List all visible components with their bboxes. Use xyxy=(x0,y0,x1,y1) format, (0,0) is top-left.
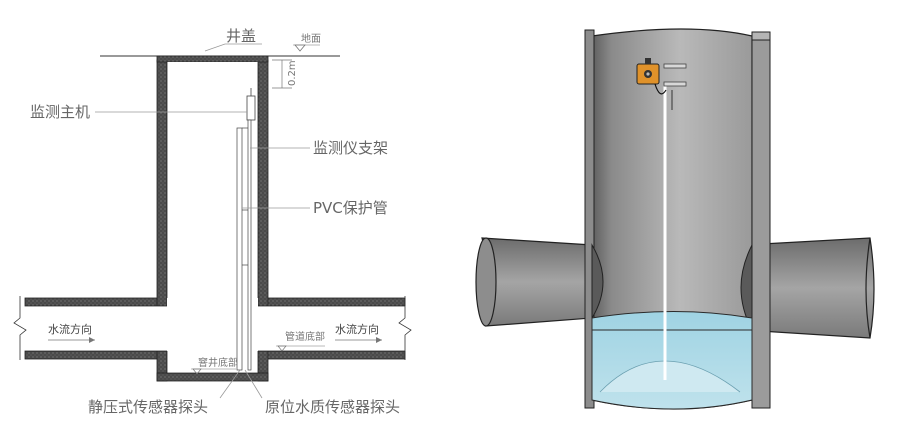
leader-pressure xyxy=(219,369,241,399)
mount-bracket-bottom xyxy=(663,81,687,87)
label-host: 监测主机 xyxy=(30,103,90,121)
label-flow-right: 水流方向 xyxy=(335,322,379,336)
ground-marker xyxy=(294,44,306,52)
section-drawing: 井盖 地面 0.2m 监测主机 监测仪支架 PVC保护管 水流方向 水流方向 窨… xyxy=(13,27,423,416)
break-symbol-left xyxy=(13,296,27,360)
side-pipe-left xyxy=(481,237,593,327)
label-quality-probe: 原位水质传感器探头 xyxy=(265,398,400,416)
mount-bracket-top xyxy=(663,63,687,69)
bracket xyxy=(247,119,252,371)
water-body xyxy=(591,311,753,410)
label-pressure-probe: 静压式传感器探头 xyxy=(88,398,208,416)
depth-dimension xyxy=(272,59,292,89)
break-symbol-right xyxy=(398,296,412,360)
pvc-pipe xyxy=(236,127,243,371)
label-bracket: 监测仪支架 xyxy=(313,139,388,157)
leader-quality xyxy=(244,369,263,399)
label-well-bottom: 窨井底部 xyxy=(198,356,238,369)
monitor-device xyxy=(636,58,667,95)
leader-lines xyxy=(95,43,310,399)
render-3d xyxy=(475,28,875,410)
label-pipe-bottom: 管道底部 xyxy=(285,330,325,343)
label-cover: 井盖 xyxy=(226,27,256,45)
leader-cover xyxy=(204,43,262,52)
monitor-host xyxy=(246,95,256,121)
label-depth: 0.2m xyxy=(287,60,298,86)
label-ground: 地面 xyxy=(301,32,321,45)
label-flow-left: 水流方向 xyxy=(48,322,92,336)
label-pvc: PVC保护管 xyxy=(313,199,388,217)
